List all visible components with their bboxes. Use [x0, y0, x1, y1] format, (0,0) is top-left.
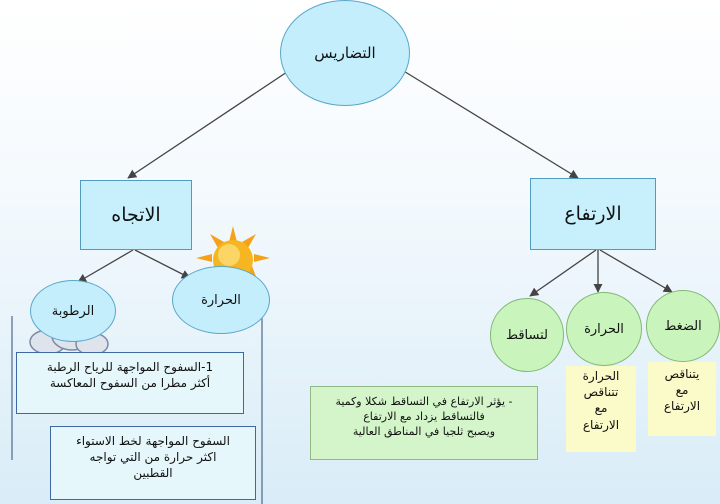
root-label: التضاريس — [314, 44, 376, 62]
orientation-box: الاتجاه — [80, 180, 192, 250]
pressure-node: الضغط — [646, 290, 720, 362]
orientation-temperature-label: الحرارة — [201, 292, 241, 308]
arrow-root-altitude — [401, 69, 579, 179]
precipitation-label: لتساقط — [506, 327, 548, 343]
note-line: اكثر حرارة من التي تواجه — [89, 450, 217, 465]
arrow-orientation-humidity — [77, 249, 134, 283]
note-line: تتناقص — [583, 385, 619, 400]
note-line: الحرارة — [582, 369, 620, 383]
note-line: - يؤثر الارتفاع في التساقط شكلا وكمية — [335, 395, 513, 408]
note-line: 1-السفوح المواجهة للرياح الرطبة — [46, 360, 214, 374]
arrow-root-orientation — [127, 69, 291, 179]
note-line: الارتفاع — [582, 417, 620, 432]
note-line: أكثر مطرا من السفوح المعاكسة — [49, 376, 211, 391]
altitude-label: الارتفاع — [564, 203, 622, 225]
note-line: ويصبح ثلجيا في المناطق العالية — [352, 424, 496, 438]
orientation-label: الاتجاه — [111, 204, 161, 226]
humidity-note: 1-السفوح المواجهة للرياح الرطبة أكثر مطر… — [16, 352, 244, 414]
note-line: القطبين — [133, 466, 173, 481]
note-line: مع — [594, 401, 608, 416]
note-line: يتناقص — [664, 367, 700, 381]
orientation-temperature-note: السفوح المواجهة لخط الاستواء اكثر حرارة … — [50, 426, 256, 500]
note-line: فالتساقط يزداد مع الارتفاع — [363, 409, 485, 423]
humidity-node: الرطوبة — [30, 280, 116, 342]
orientation-temperature-node: الحرارة — [172, 266, 270, 334]
arrow-orientation-temperature — [134, 249, 191, 279]
arrow-altitude-pressure — [599, 249, 673, 293]
altitude-box: الارتفاع — [530, 178, 656, 250]
altitude-temperature-note: الحرارة تتناقص مع الارتفاع — [566, 366, 636, 452]
pressure-note: يتناقص مع الارتفاع — [648, 362, 716, 436]
humidity-label: الرطوبة — [51, 303, 95, 319]
note-line: مع — [675, 383, 689, 398]
precipitation-node: لتساقط — [490, 298, 564, 372]
altitude-temperature-node: الحرارة — [566, 292, 642, 366]
pressure-label: الضغط — [664, 318, 702, 334]
root-node: التضاريس — [280, 0, 410, 106]
altitude-temperature-label: الحرارة — [584, 321, 624, 337]
arrow-altitude-precipitation — [529, 249, 597, 297]
altitude-precipitation-note: - يؤثر الارتفاع في التساقط شكلا وكمية فا… — [310, 386, 538, 460]
note-line: السفوح المواجهة لخط الاستواء — [76, 434, 230, 448]
note-line: الارتفاع — [663, 399, 701, 414]
